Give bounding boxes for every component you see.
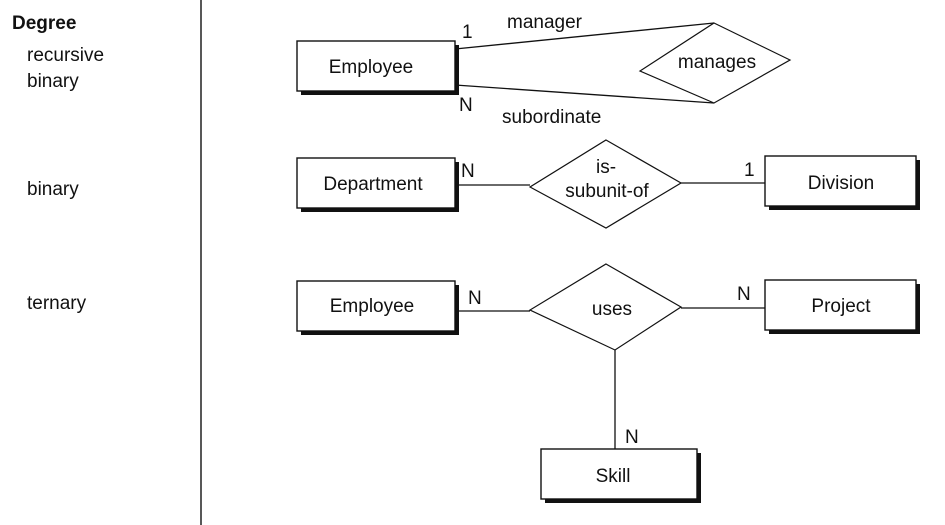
entity-box [296,280,456,332]
division-entity: Division [764,155,920,210]
entity-box [296,157,456,209]
relationship-label-line2: subunit-of [565,181,649,202]
department-entity: Department [296,157,459,212]
employee-cardinality: N [468,288,482,309]
manages-relationship-diamond [638,22,792,104]
manager-cardinality: 1 [462,22,473,43]
skill-entity: Skill [540,448,701,503]
manages-relationship-label: manages [678,52,756,73]
skill-cardinality: N [625,427,639,448]
entity-box [296,40,456,92]
ternary-relationship-group: uses Employee Project Skill N N N [296,263,920,503]
entity-box [540,448,698,500]
employee-entity-recursive: Employee [296,40,459,95]
division-cardinality: 1 [744,160,755,181]
recursive-relationship-group: manages Employee 1 manager N subordinate [296,12,792,128]
degree-recursive-label: recursive [27,45,104,66]
project-entity-label: Project [811,296,871,317]
entity-box [764,155,917,207]
skill-entity-label: Skill [596,466,631,487]
is-subunit-of-relationship-diamond [528,139,683,229]
department-entity-label: Department [323,174,423,195]
degree-ternary-label: ternary [27,293,87,314]
subordinate-role-line [454,84,715,104]
degree-recursive-binary-label: binary [27,71,79,92]
uses-relationship-diamond [528,263,683,351]
department-cardinality: N [461,161,475,182]
degree-binary-label: binary [27,179,79,200]
employee-entity-label: Employee [329,57,414,78]
manager-role-label: manager [507,12,583,33]
project-entity: Project [764,279,920,334]
employee-entity-ternary: Employee [296,280,459,335]
project-cardinality: N [737,284,751,305]
manager-role-line [454,22,715,50]
degree-heading: Degree [12,13,76,34]
uses-relationship-label: uses [592,299,632,320]
subordinate-cardinality: N [459,95,473,116]
subordinate-role-label: subordinate [502,107,601,128]
degree-sidebar: Degree recursive binary binary ternary [12,13,104,314]
division-entity-label: Division [808,173,875,194]
entity-box [764,279,917,331]
relationship-label-line1: is- [596,157,616,178]
employee-entity-label: Employee [330,296,415,317]
binary-relationship-group: is- subunit-of Department Division N 1 [296,139,920,229]
